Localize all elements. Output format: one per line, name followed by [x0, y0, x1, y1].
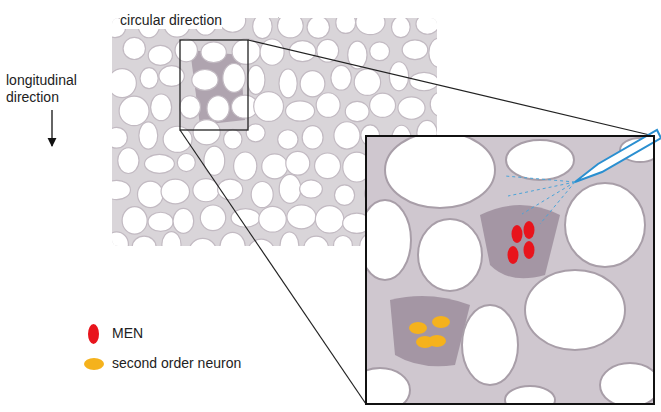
- selection-box: [180, 40, 248, 130]
- pipette: [505, 130, 661, 224]
- legend-swatch: [84, 358, 104, 370]
- second-order-cells: [409, 316, 450, 348]
- legend-swatch: [88, 324, 99, 344]
- legend-text: second order neuron: [112, 355, 241, 371]
- men-cells: [508, 221, 535, 264]
- direction-arrow: [51, 110, 52, 146]
- zoomed-plexus: [366, 136, 654, 404]
- direction-label: circular direction: [120, 12, 222, 29]
- direction-label: longitudinal direction: [6, 72, 106, 106]
- legend-text: MEN: [112, 325, 143, 341]
- zoom-line: [248, 40, 654, 136]
- zoom-box: [366, 136, 654, 404]
